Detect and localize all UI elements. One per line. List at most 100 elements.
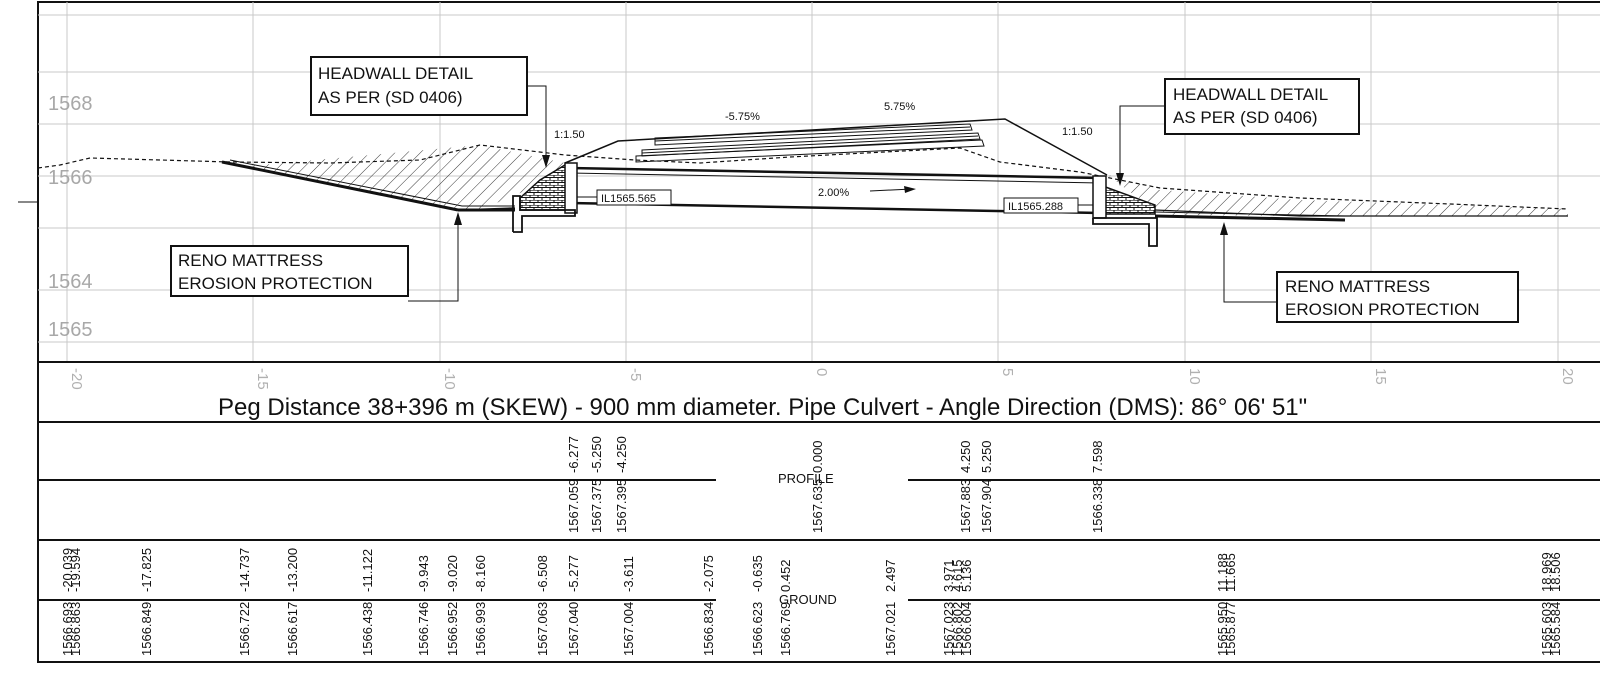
reno-callout-right: RENO MATTRESS EROSION PROTECTION	[1220, 222, 1519, 323]
elevation-label: 1566	[48, 167, 93, 189]
ground-level-value: 1566.693	[60, 602, 75, 656]
ground-level-value: 1566.617	[285, 602, 300, 656]
ground-offset-value: 18.969	[1539, 552, 1554, 592]
ground-offset-value: -11.122	[360, 549, 375, 592]
reno-mattress-right	[1154, 211, 1346, 222]
slope-right-label: 1:1.50	[1062, 126, 1093, 138]
ground-level-value: 1566.746	[416, 602, 431, 656]
fill-hatch-left	[225, 145, 565, 210]
elevation-label: 1564	[48, 271, 93, 293]
svg-text:RENO MATTRESS: RENO MATTRESS	[178, 251, 323, 270]
slope-left-label: 1:1.50	[554, 129, 585, 141]
profile-level-value: 1567.904	[979, 479, 994, 533]
profile-offset-value: 0.000	[810, 440, 825, 473]
data-table-values: -6.277 -5.250 -4.250 0.000 4.250 5.250 7.598 15…	[60, 436, 1563, 656]
ground-offset-value: -2.075	[701, 555, 716, 592]
profile-offset-value: 7.598	[1090, 440, 1105, 473]
offset-label: 0	[813, 368, 830, 376]
ground-level-value: 1566.802	[950, 602, 965, 656]
elevation-label: 1565	[48, 319, 93, 341]
ground-level-value: 1565.877	[1223, 602, 1238, 656]
reno-mattress-left	[221, 159, 515, 212]
ground-level-value: 1567.023	[941, 602, 956, 656]
profile-offset-value: -6.277	[566, 436, 581, 473]
ground-offset-value: -9.020	[445, 555, 460, 592]
ground-offset-value: 18.506	[1548, 552, 1563, 592]
ground-offset-value: 4.615	[950, 559, 965, 592]
profile-level-value: 1567.059	[566, 479, 581, 533]
svg-text:RENO MATTRESS: RENO MATTRESS	[1285, 277, 1430, 296]
ground-offset-value: -17.825	[139, 548, 154, 592]
ground-level-value: 1566.604	[959, 602, 974, 656]
offset-label: -20	[68, 368, 85, 390]
svg-text:AS PER (SD 0406): AS PER (SD 0406)	[1173, 108, 1318, 127]
drawing-frame	[37, 1, 1600, 663]
invert-level-right: IL1565.288	[1008, 201, 1063, 213]
svg-text:EROSION PROTECTION: EROSION PROTECTION	[1285, 300, 1480, 319]
invert-level-left: IL1565.565	[601, 193, 656, 205]
offset-label: -15	[254, 368, 271, 390]
ground-offset-value: -5.277	[566, 555, 581, 592]
ground-level-value: 1566.993	[473, 602, 488, 656]
elevation-label: 1568	[48, 93, 93, 115]
ground-offset-value: -3.611	[621, 556, 636, 592]
headwall-callout-right: HEADWALL DETAIL AS PER (SD 0406)	[1116, 78, 1360, 186]
data-table-frame	[38, 361, 1600, 601]
ground-level-value: 1567.063	[535, 602, 550, 656]
ground-offset-value: -9.943	[416, 555, 431, 592]
profile-offset-value: -5.250	[589, 436, 604, 473]
profile-level-value: 1567.395	[614, 479, 629, 533]
fill-hatch-right	[1108, 175, 1568, 216]
natural-ground-line	[37, 144, 1569, 210]
section-caption: Peg Distance 38+396 m (SKEW) - 900 mm di…	[218, 394, 1307, 421]
profile-offset-value: 4.250	[958, 440, 973, 473]
offset-label: 5	[999, 368, 1016, 376]
svg-text:HEADWALL DETAIL: HEADWALL DETAIL	[1173, 85, 1328, 104]
ground-level-value: 1566.769	[778, 602, 793, 656]
ground-offset-value: 2.497	[883, 559, 898, 592]
ground-offset-value: -19.594	[68, 548, 83, 592]
ground-level-value: 1565.584	[1548, 602, 1563, 656]
ground-level-value: 1565.603	[1539, 602, 1554, 656]
ground-offset-value: 0.452	[778, 559, 793, 592]
svg-text:HEADWALL DETAIL: HEADWALL DETAIL	[318, 64, 473, 83]
ground-offset-value: -14.737	[237, 548, 252, 592]
ground-level-value: 1566.863	[68, 602, 83, 656]
pavement-layers	[635, 123, 985, 163]
ground-offset-value: -20.039	[60, 548, 75, 592]
ground-offset-value: 3.971	[941, 559, 956, 592]
ground-level-value: 1567.021	[883, 602, 898, 656]
ground-level-value: 1566.952	[445, 602, 460, 656]
crossfall-left-label: -5.75%	[725, 111, 760, 123]
ground-level-value: 1565.950	[1215, 602, 1230, 656]
ground-level-value: 1566.722	[237, 602, 252, 656]
offset-label: -10	[441, 368, 458, 390]
headwall-left	[512, 162, 578, 233]
ground-offset-value: 11.665	[1223, 553, 1238, 592]
embankment-fill	[225, 145, 1568, 216]
headwall-right	[1092, 175, 1158, 247]
ground-offset-value: -6.508	[535, 555, 550, 592]
profile-offset-value: -4.250	[614, 436, 629, 473]
pipe-grade-label: 2.00%	[818, 187, 849, 199]
ground-offset-value: -13.200	[285, 548, 300, 592]
profile-row-label: PROFILE	[778, 471, 834, 486]
ground-level-value: 1567.004	[621, 602, 636, 656]
ground-level-value: 1567.040	[566, 602, 581, 656]
profile-level-value: 1567.375	[589, 479, 604, 533]
offset-label: 20	[1559, 368, 1576, 385]
profile-offset-value: 5.250	[979, 440, 994, 473]
profile-level-value: 1567.883	[958, 479, 973, 533]
ground-offset-value: -8.160	[473, 555, 488, 592]
svg-text:AS PER (SD 0406): AS PER (SD 0406)	[318, 88, 463, 107]
ground-level-value: 1566.438	[360, 602, 375, 656]
offset-label: 10	[1186, 368, 1203, 385]
ground-level-value: 1566.623	[750, 602, 765, 656]
headwall-callout-left: HEADWALL DETAIL AS PER (SD 0406)	[310, 56, 550, 168]
offset-label: -5	[627, 368, 644, 381]
ground-row-label: GROUND	[779, 592, 837, 607]
ground-level-value: 1566.834	[701, 602, 716, 656]
ground-offset-value: -0.635	[750, 555, 765, 592]
